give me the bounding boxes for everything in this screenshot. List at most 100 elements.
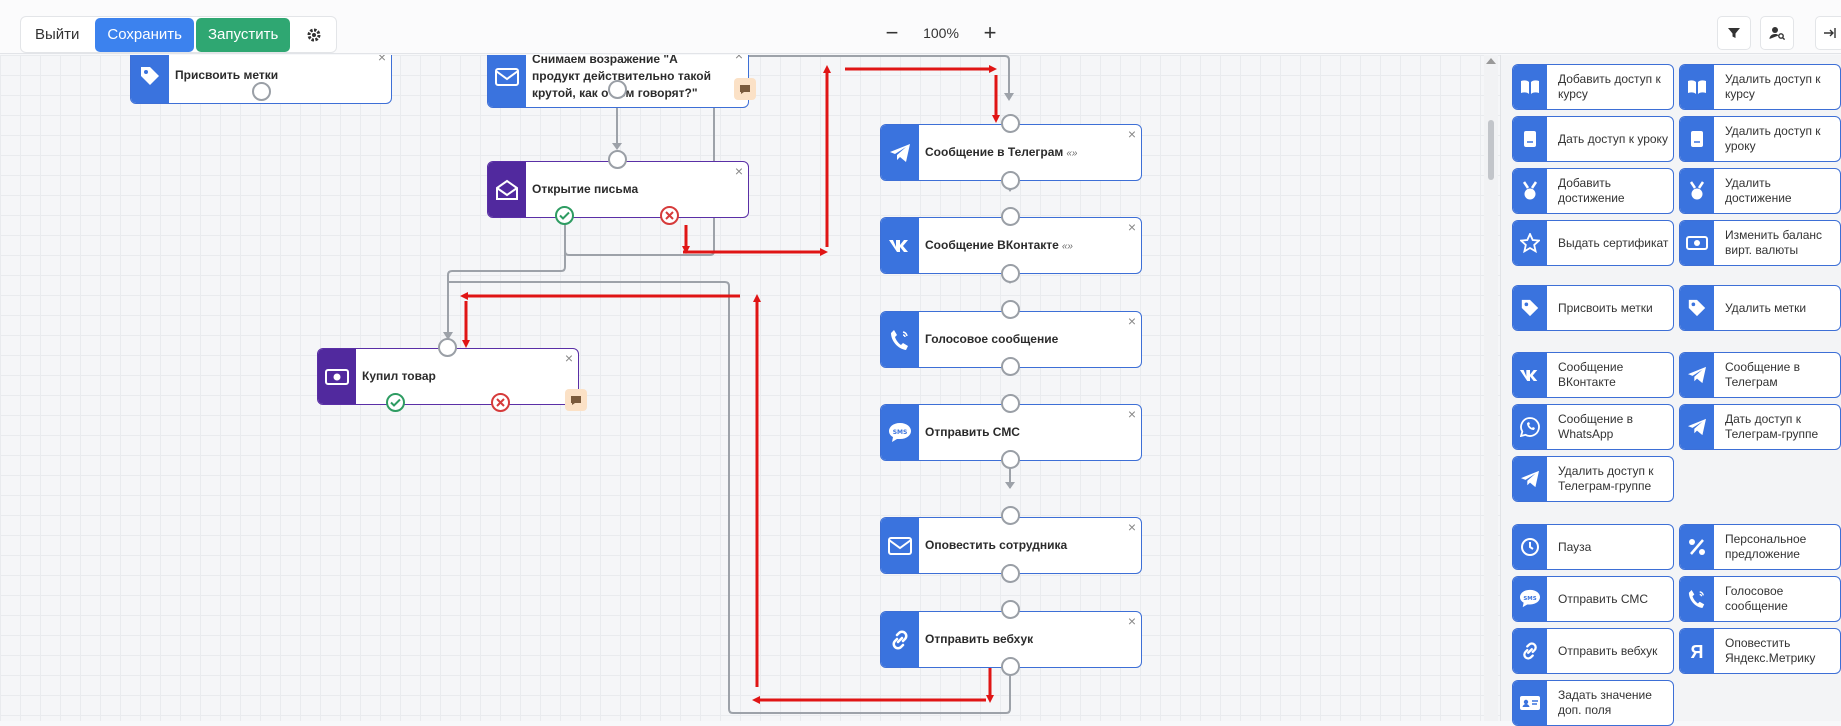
palette-pause[interactable]: Пауза	[1512, 524, 1674, 570]
palette-label: Пауза	[1558, 539, 1592, 554]
input-port[interactable]	[1001, 394, 1020, 413]
close-icon[interactable]: ×	[1127, 126, 1136, 142]
star-icon	[1513, 221, 1547, 265]
gear-icon	[307, 28, 321, 41]
close-icon[interactable]: ×	[1127, 219, 1136, 235]
no-port[interactable]	[491, 393, 510, 412]
palette-remove-tags[interactable]: Удалить метки	[1679, 285, 1841, 331]
input-port[interactable]	[1001, 600, 1020, 619]
envelope-icon	[488, 55, 526, 107]
scroll-up-arrow[interactable]	[1486, 58, 1496, 64]
palette-label: Сообщение ВКонтакте	[1558, 360, 1624, 389]
output-port[interactable]	[252, 82, 271, 101]
palette-tg-group-access[interactable]: Дать доступ к Телеграм-группе	[1679, 404, 1841, 450]
node-title: Купил товар	[362, 369, 436, 384]
palette-tg-group-remove[interactable]: Удалить доступ к Телеграм-группе	[1512, 456, 1674, 502]
comment-icon[interactable]	[565, 389, 587, 411]
close-icon[interactable]: ×	[1127, 613, 1136, 629]
user-search-button[interactable]	[1760, 16, 1794, 50]
palette-add-course-access[interactable]: Добавить доступ к курсу	[1512, 64, 1674, 110]
output-port[interactable]	[1001, 450, 1020, 469]
open-envelope-icon	[488, 162, 526, 217]
palette-remove-lesson-access[interactable]: Удалить доступ к уроку	[1679, 116, 1841, 162]
palette-voice-message[interactable]: Голосовое сообщение	[1679, 576, 1841, 622]
palette-yandex-metrika[interactable]: Я Оповестить Яндекс.Метрику	[1679, 628, 1841, 674]
tag-icon	[1513, 286, 1547, 330]
input-port[interactable]	[1001, 114, 1020, 133]
svg-text:Я: Я	[1691, 642, 1704, 661]
palette-label: Изменить баланс вирт. валюты	[1725, 228, 1823, 257]
exit-button[interactable]: Выйти	[23, 17, 92, 52]
output-port[interactable]	[1001, 264, 1020, 283]
palette-change-balance[interactable]: Изменить баланс вирт. валюты	[1679, 220, 1841, 266]
palette-whatsapp-message[interactable]: Сообщение в WhatsApp	[1512, 404, 1674, 450]
palette-personal-offer[interactable]: Персональное предложение	[1679, 524, 1841, 570]
zoom-in-button[interactable]: +	[983, 20, 997, 45]
palette-issue-certificate[interactable]: Выдать сертификат	[1512, 220, 1674, 266]
output-port[interactable]	[1001, 657, 1020, 676]
input-port[interactable]	[438, 338, 457, 357]
output-port[interactable]	[1001, 564, 1020, 583]
node-email-open[interactable]: Открытие письма ×	[487, 161, 749, 218]
output-port[interactable]	[1001, 171, 1020, 190]
close-icon[interactable]: ×	[377, 55, 386, 65]
node-title: Отправить вебхук	[925, 632, 1034, 647]
palette-label: Дать доступ к уроку	[1558, 131, 1668, 146]
yes-port[interactable]	[555, 206, 574, 225]
link-icon	[1513, 629, 1547, 673]
close-icon[interactable]: ×	[734, 163, 743, 179]
palette-add-achievement[interactable]: Добавить достижение	[1512, 168, 1674, 214]
save-button[interactable]: Сохранить	[95, 17, 194, 52]
input-port[interactable]	[1001, 300, 1020, 319]
palette-label: Сообщение в WhatsApp	[1558, 412, 1634, 441]
run-button[interactable]: Запустить	[195, 17, 291, 52]
close-icon[interactable]: ×	[1127, 313, 1136, 329]
medal-icon	[1513, 169, 1547, 213]
close-icon[interactable]: ×	[564, 350, 573, 366]
palette-assign-tags[interactable]: Присвоить метки	[1512, 285, 1674, 331]
palette-tg-message[interactable]: Сообщение в Телеграм	[1679, 352, 1841, 398]
input-port[interactable]	[608, 150, 627, 169]
blocks-palette: Добавить доступ к курсу Удалить доступ к…	[1500, 55, 1841, 726]
flow-canvas[interactable]: Присвоить метки × Снимаем возражение "А …	[0, 55, 1500, 721]
collapse-right-icon	[1824, 28, 1836, 38]
telegram-icon	[1680, 405, 1714, 449]
output-port[interactable]	[1001, 357, 1020, 376]
close-icon[interactable]: ×	[1127, 519, 1136, 535]
settings-button[interactable]	[294, 17, 335, 52]
palette-remove-course-access[interactable]: Удалить доступ к курсу	[1679, 64, 1841, 110]
palette-send-sms[interactable]: SMS Отправить СМС	[1512, 576, 1674, 622]
palette-set-field-value[interactable]: Задать значение доп. поля	[1512, 680, 1674, 726]
palette-vk-message[interactable]: Сообщение ВКонтакте	[1512, 352, 1674, 398]
palette-label: Отправить СМС	[1558, 591, 1649, 606]
toolbar-button-group: Выйти Сохранить Запустить	[20, 16, 338, 53]
no-port[interactable]	[660, 206, 679, 225]
zoom-out-button[interactable]: −	[885, 20, 899, 45]
zoom-level: 100%	[923, 25, 959, 41]
palette-give-lesson-access[interactable]: Дать доступ к уроку	[1512, 116, 1674, 162]
svg-text:SMS: SMS	[893, 429, 908, 436]
tag-icon	[131, 55, 169, 103]
comment-icon[interactable]	[734, 78, 756, 100]
palette-send-webhook[interactable]: Отправить вебхук	[1512, 628, 1674, 674]
canvas-scrollbar[interactable]	[1484, 55, 1498, 721]
palette-remove-achievement[interactable]: Удалить достижение	[1679, 168, 1841, 214]
filter-button[interactable]	[1717, 16, 1751, 50]
palette-label: Удалить доступ к уроку	[1725, 124, 1821, 153]
output-port[interactable]	[608, 80, 627, 99]
user-search-icon	[1769, 27, 1785, 40]
close-icon[interactable]: ×	[1127, 406, 1136, 422]
input-port[interactable]	[1001, 506, 1020, 525]
palette-label: Удалить достижение	[1725, 176, 1792, 205]
collapse-panel-button[interactable]	[1815, 16, 1841, 50]
input-port[interactable]	[1001, 207, 1020, 226]
telegram-icon	[881, 125, 919, 180]
palette-label: Удалить доступ к Телеграм-группе	[1558, 464, 1654, 493]
node-tag: «»	[1066, 148, 1078, 159]
yes-port[interactable]	[386, 393, 405, 412]
close-icon[interactable]: ×	[734, 55, 743, 63]
node-telegram-message[interactable]: Сообщение в Телеграм«» ×	[880, 124, 1142, 181]
book-icon	[1513, 65, 1547, 109]
node-title: Оповестить сотрудника	[925, 538, 1068, 553]
scrollbar-thumb[interactable]	[1488, 120, 1494, 180]
